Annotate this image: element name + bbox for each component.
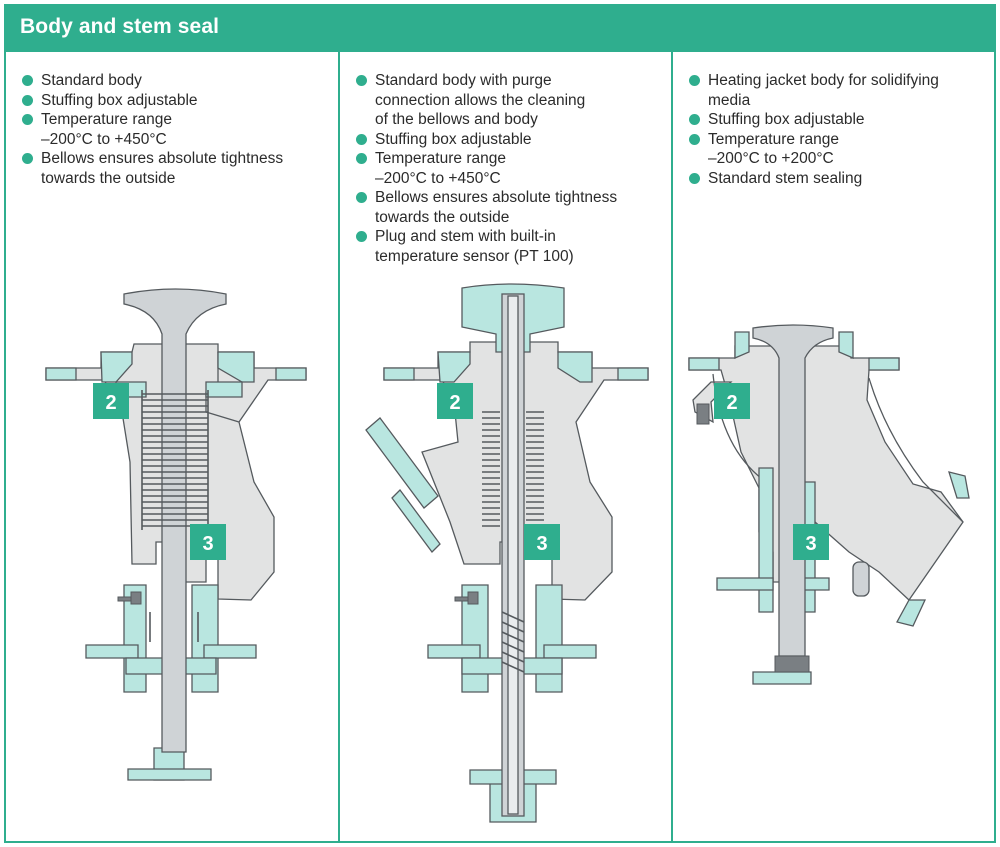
bullet-item: Stuffing box adjustable: [352, 130, 661, 150]
bullet-dot-icon: [689, 114, 700, 125]
svg-text:2: 2: [449, 392, 460, 414]
callout-2: 2: [714, 383, 750, 419]
svg-text:3: 3: [202, 533, 213, 555]
bullet-item: Standard body: [18, 71, 328, 91]
bullet-dot-icon: [689, 172, 700, 184]
bullet-list: Standard body Stuffing box adjustable Te…: [18, 71, 328, 188]
info-panel: Body and stem seal: [4, 4, 996, 843]
svg-text:3: 3: [536, 533, 547, 555]
valve-diagram-purge: 2 3: [365, 283, 649, 823]
svg-text:2: 2: [105, 392, 116, 414]
callout-3: 3: [793, 524, 829, 560]
bullet-dot-icon: [356, 75, 367, 86]
bullet-dot-icon: [356, 192, 367, 203]
bullet-dot-icon: [22, 153, 33, 164]
callout-3: 3: [190, 524, 226, 560]
bullet-dot-icon: [22, 75, 33, 86]
callout-2: 2: [93, 383, 129, 419]
bullet-item: Stuffing box adjustable: [18, 91, 328, 111]
svg-text:2: 2: [726, 392, 737, 414]
valve-diagram-standard: 2 3: [45, 288, 307, 781]
bullet-item: Temperature range–200°C to +200°C: [685, 130, 984, 169]
bullet-dot-icon: [356, 153, 367, 164]
column-standard-body: 2 3 Standard body Stuffing box adjustabl…: [6, 52, 338, 841]
bullet-dot-icon: [356, 133, 367, 145]
bullet-item: Temperature range–200°C to +450°C: [18, 110, 328, 149]
callout-2: 2: [437, 383, 473, 419]
panel-title: Body and stem seal: [20, 15, 220, 38]
bullet-item: Stuffing box adjustable: [685, 110, 984, 130]
bullet-dot-icon: [689, 133, 700, 145]
bullet-dot-icon: [689, 75, 700, 86]
callout-3: 3: [524, 524, 560, 560]
bullet-dot-icon: [356, 231, 367, 242]
bullet-dot-icon: [22, 94, 33, 106]
svg-text:3: 3: [805, 533, 816, 555]
bullet-dot-icon: [22, 114, 33, 125]
valve-diagram-heating-jacket: 2 3: [688, 324, 970, 685]
bullet-item: Temperature range–200°C to +450°C: [352, 149, 661, 188]
bullet-item: Standard stem sealing: [685, 169, 984, 189]
panel-header: Body and stem seal: [6, 6, 994, 52]
